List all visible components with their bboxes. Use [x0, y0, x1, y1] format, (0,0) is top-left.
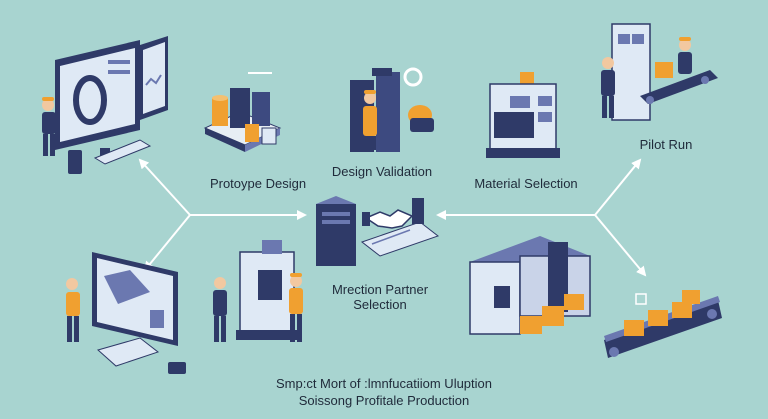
label-partner-selection: Mrection Partner Selection: [320, 282, 440, 312]
label-pilot-run: Pilot Run: [639, 137, 693, 152]
arrow-to-cad: [143, 214, 191, 272]
material-machine-illustration: [486, 72, 560, 158]
cad-workstation-illustration: [66, 252, 186, 374]
label-partner-selection-line1: Mrection Partner: [331, 282, 429, 297]
label-partner-selection-line2: Selection: [353, 297, 407, 312]
conveyor-illustration: [604, 290, 722, 358]
caption-line-2: Soissong Profitale Production: [298, 393, 470, 408]
arrow-to-prototype: [138, 158, 191, 216]
design-validation-illustration: [350, 67, 434, 152]
production-machine-illustration: [469, 236, 591, 335]
engineer-workstation-illustration: [42, 36, 168, 174]
arrow-to-conveyor: [594, 214, 647, 277]
label-design-validation: Design Validation: [331, 164, 433, 179]
engineers-machine-illustration: [213, 240, 303, 342]
pilot-run-illustration: [601, 23, 718, 121]
prototype-blocks-illustration: [203, 72, 282, 152]
label-prototype-design: Protoype Design: [209, 176, 307, 191]
arrow-to-pilot: [594, 158, 642, 216]
label-material-selection: Material Selection: [474, 176, 578, 191]
flow-arrows: [138, 158, 647, 277]
caption-line-1: Smp:ct Mort of :lmnfucatiiom Uluption: [275, 376, 493, 391]
partner-selection-illustration: [316, 196, 440, 266]
